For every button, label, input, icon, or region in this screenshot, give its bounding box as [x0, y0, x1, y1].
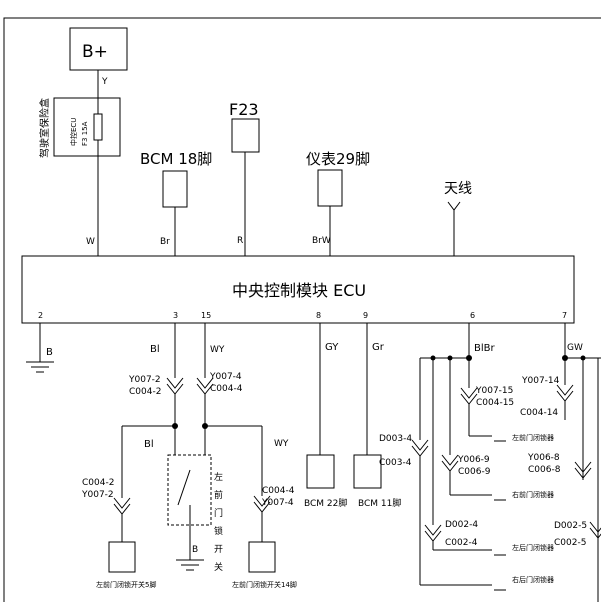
label-bottom-pins-p8: 8 [316, 311, 321, 320]
label-switch-label-5: 关 [214, 561, 223, 573]
label-connectors-y006-8: Y006-8 [527, 453, 560, 463]
label-connectors-c006-8: C006-8 [528, 465, 561, 475]
label-bottom-wires-w8: GY [325, 342, 339, 353]
ecu-box [21, 255, 575, 324]
bcm22-box [306, 454, 335, 489]
label-bottom-pins-p2: 2 [38, 311, 43, 320]
label-switch-label-3: 锁 [214, 525, 223, 537]
label-connectors-y007-4: Y007-4 [209, 372, 242, 382]
label-connectors-y007-2b: Y007-2 [81, 490, 114, 500]
label-connectors-d002-4: D002-4 [445, 520, 478, 530]
bcm18-label: BCM 18脚 [140, 150, 212, 168]
label-connectors-d002-5: D002-5 [554, 521, 587, 531]
label-connectors-y007-4b: Y007-4 [261, 498, 294, 508]
label-bottom-pins-p9: 9 [363, 311, 368, 320]
meter29-label: 仪表29脚 [306, 150, 370, 168]
label-bottom-wires-w6: BlBr [474, 343, 495, 354]
label-bcm11: BCM 11脚 [358, 498, 401, 509]
label-switch-label-1: 前 [214, 489, 223, 501]
label-connectors-c004-2b: C004-2 [82, 478, 114, 488]
label-connectors-y007-2: Y007-2 [128, 375, 161, 385]
label-top-wires-w13: BrW [312, 236, 331, 246]
label-connectors-c004-2: C004-2 [129, 387, 161, 397]
label-switch-label-2: 门 [214, 507, 223, 519]
label-bottom-wires-w3: Bl [150, 344, 160, 355]
label-connectors-y007-14: Y007-14 [521, 376, 560, 386]
label-bottom-wires-w15: WY [210, 345, 225, 355]
label-actuators-a3: 左后门闭锁器 [512, 543, 554, 552]
power-wire-label: Y [101, 77, 108, 87]
label-bottom-pins-p6: 6 [470, 311, 475, 320]
label-switch-label-0: 左 [214, 471, 223, 483]
label-connectors-c002-5: C002-5 [554, 538, 586, 548]
label-bottom-labels-left-switch5: 左前门闭锁开关5脚 [96, 580, 156, 589]
label-connectors-c006-9: C006-9 [458, 467, 491, 477]
label-mid-wires-bl: Bl [144, 439, 154, 450]
fuse-box [53, 97, 121, 157]
label-mid-wires-b: B [192, 545, 198, 555]
label-connectors-y007-15: Y007-15 [475, 386, 513, 396]
meter29-box [317, 169, 343, 207]
f23-box [231, 118, 260, 153]
label-bottom-pins-p15: 15 [201, 311, 211, 320]
label-bottom-labels-left-switch14: 左前门闭锁开关14脚 [232, 580, 297, 589]
label-bottom-pins-p3: 3 [173, 311, 178, 320]
label-bottom-wires-w9: Gr [372, 342, 385, 353]
label-actuators-a1: 左前门闭锁器 [512, 433, 554, 442]
label-actuators-a4: 右后门闭锁器 [512, 575, 554, 584]
label-mid-wires-wy: WY [274, 439, 289, 449]
label-connectors-c004-4: C004-4 [210, 384, 243, 394]
label-connectors-y006-9: Y006-9 [457, 455, 490, 465]
label-actuators-a2: 右前门闭锁器 [512, 490, 554, 499]
label-connectors-c004-14: C004-14 [520, 408, 558, 418]
label-top-wires-w14: Br [160, 237, 170, 247]
label-top-wires-w1: W [86, 237, 95, 247]
label-connectors-c004-4b: C004-4 [262, 486, 295, 496]
fuse-inner-line1: 中控ECU [69, 118, 78, 146]
fuse-inner-line2: F3 15A [81, 121, 89, 146]
label-bottom-wires-w2: B [46, 347, 53, 358]
bcm18-box [162, 170, 188, 208]
left-switch5-box [108, 541, 136, 573]
label-connectors-c002-4: C002-4 [445, 538, 478, 548]
left-switch14-box [248, 541, 276, 573]
antenna-label: 天线 [444, 181, 472, 197]
ecu-label: 中央控制模块 ECU [232, 281, 366, 300]
f23-label: F23 [229, 100, 259, 119]
label-connectors-c003-4: C003-4 [379, 458, 412, 468]
label-switch-label-4: 开 [214, 544, 223, 555]
fuse [93, 113, 103, 141]
antenna-icon [447, 201, 461, 211]
frame [3, 17, 601, 602]
power-label: B+ [82, 42, 108, 62]
label-connectors-c004-15: C004-15 [476, 398, 514, 408]
bcm11-box [353, 454, 382, 489]
label-connectors-d003-4: D003-4 [379, 434, 412, 444]
label-bottom-pins-p7: 7 [562, 311, 567, 320]
label-bottom-wires-w7: GW [567, 343, 583, 353]
label-top-wires-w17: R [237, 236, 243, 246]
label-bcm22: BCM 22脚 [304, 498, 347, 509]
fuse-side-label: 驾驶室保险盒 [38, 98, 51, 158]
